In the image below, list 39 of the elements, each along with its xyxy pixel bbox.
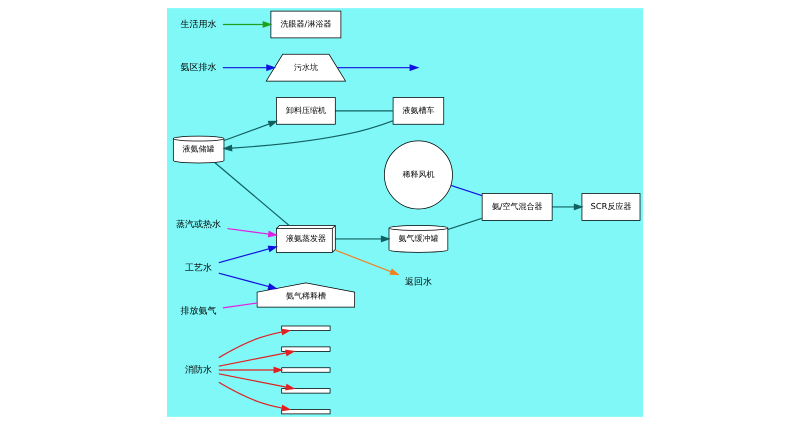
node-bar	[280, 409, 330, 414]
node-box: 液氨槽车	[392, 97, 444, 125]
arrow	[218, 366, 283, 374]
node-text: 工艺水	[184, 263, 212, 274]
node-box: 氨/空气混合器	[481, 193, 552, 221]
arrow	[223, 120, 278, 142]
node-text: 排放氨气	[180, 306, 216, 316]
node-text: 消防水	[184, 365, 212, 376]
connector	[222, 302, 257, 308]
node-bar	[280, 346, 330, 352]
arrow	[335, 236, 390, 242]
node-box: 卸料压缩机	[276, 97, 336, 125]
arrow	[222, 64, 276, 72]
arrow	[218, 272, 278, 290]
connector	[447, 218, 482, 230]
arrow	[222, 120, 393, 152]
node-bar	[280, 388, 330, 394]
arrow	[552, 203, 584, 210]
connector	[214, 162, 289, 226]
node-text: 生活用水	[180, 20, 216, 30]
node-box: 洗眼器/淋浴器	[270, 10, 341, 38]
node-text: 蒸汽或热水	[176, 220, 221, 230]
arrow	[334, 250, 400, 276]
arrow	[337, 64, 419, 72]
node-text: 返回水	[404, 277, 432, 288]
arrow	[226, 228, 278, 238]
connector	[335, 110, 393, 112]
arrow	[218, 246, 278, 264]
arrow	[218, 328, 291, 358]
arrow	[222, 21, 272, 28]
node-box: SCR反应器	[581, 193, 640, 221]
connector	[450, 184, 482, 196]
node-circle: 稀释风机	[383, 140, 452, 210]
arrow	[218, 350, 295, 367]
node-bar	[280, 326, 330, 331]
node-bar	[280, 367, 330, 373]
arrow	[218, 382, 291, 412]
arrow	[218, 373, 295, 390]
node-text: 氨区排水	[180, 62, 216, 73]
